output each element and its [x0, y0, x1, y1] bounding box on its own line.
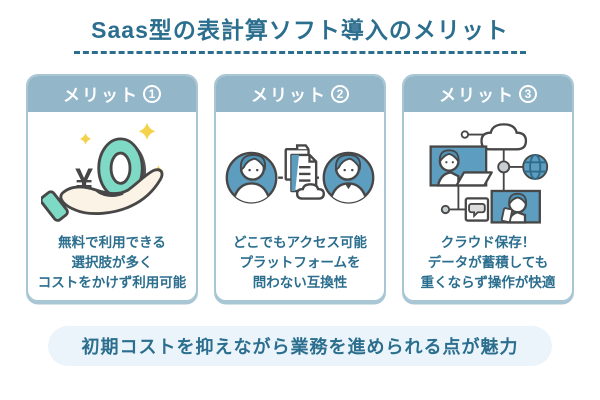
cloud-network-icon	[429, 123, 549, 224]
merit-card-2-header: メリット 2	[216, 75, 384, 112]
merit-card-3: メリット 3	[402, 73, 574, 302]
merit-card-3-header: メリット 3	[404, 75, 572, 112]
circled-number-3-icon: 3	[519, 84, 537, 103]
speech-bubble-icon	[468, 202, 486, 219]
title-section: Saas型の表計算ソフト導入のメリット	[0, 16, 600, 54]
summary-text: 初期コストを抑えながら業務を進められる点が魅力	[81, 336, 519, 357]
cloud-icon	[480, 123, 528, 151]
smartphone-icon	[500, 207, 514, 223]
merit-card-2: メリット 2	[214, 73, 386, 302]
free-cost-icon: ¥	[41, 122, 165, 222]
title-dashed-underline	[74, 50, 526, 54]
merit-cards-row: メリット 1 ¥	[0, 73, 600, 302]
network-node	[440, 204, 451, 214]
merit-label: メリット	[439, 86, 515, 106]
merit-card-2-text: どこでもアクセス可能 プラットフォームを 問わない互換性	[233, 234, 367, 291]
network-node	[497, 160, 511, 174]
globe-icon	[522, 153, 549, 180]
summary-banner: 初期コストを抑えながら業務を進められる点が魅力	[48, 325, 552, 366]
laptop-icon	[455, 171, 493, 187]
merit-card-1: メリット 1 ¥	[26, 73, 198, 302]
people-sharing-document-illustration	[216, 112, 384, 232]
sparkle-icon	[138, 122, 156, 140]
hand-offering-free-yen-illustration: ¥	[28, 112, 196, 232]
cloud-network-illustration	[404, 112, 572, 232]
cloud-icon	[295, 183, 325, 200]
network-node	[460, 130, 470, 139]
merit-card-1-header: メリット 1	[28, 75, 196, 112]
circled-number-2-icon: 2	[331, 84, 349, 103]
sleeve-cuff	[41, 190, 69, 222]
document-share-icon	[225, 144, 375, 204]
merit-card-3-text: クラウド保存！ データが蓄積しても 重くならず操作が快適	[420, 234, 556, 291]
circled-number-1-icon: 1	[143, 84, 161, 103]
sparkle-icon	[79, 133, 92, 145]
merit-label: メリット	[251, 86, 327, 106]
merit-label: メリット	[63, 86, 139, 106]
page-title: Saas型の表計算ソフト導入のメリット	[91, 17, 509, 43]
merit-card-1-text: 無料で利用できる 選択肢が多く コストをかけず利用可能	[37, 234, 187, 291]
